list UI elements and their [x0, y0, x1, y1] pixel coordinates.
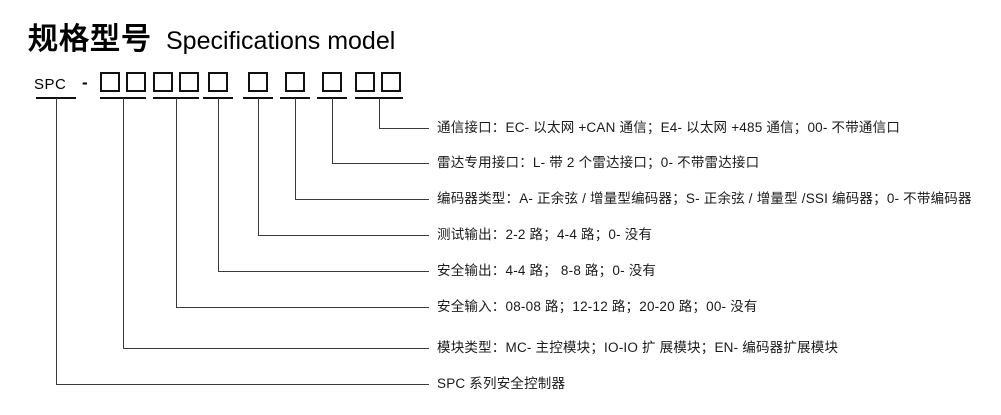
spec-label-module-type: 模块类型：MC- 主控模块；IO-IO 扩 展模块；EN- 编码器扩展模块	[437, 340, 839, 355]
page-title: 规格型号 Specifications model	[28, 14, 395, 58]
leader-v-safety-output	[218, 98, 219, 272]
code-box-module-type-2[interactable]	[126, 72, 146, 92]
spec-label-safety-input: 安全输入：08-08 路；12-12 路；20-20 路；00- 没有	[437, 299, 758, 314]
leader-v-encoder-type	[295, 98, 296, 200]
code-box-encoder-type[interactable]	[285, 72, 305, 92]
spec-label-radar-interface: 雷达专用接口：L- 带 2 个雷达接口；0- 不带雷达接口	[437, 155, 760, 170]
leader-v-safety-input	[176, 98, 177, 308]
code-box-radar-interface[interactable]	[322, 72, 342, 92]
model-code-row: SPC -	[0, 0, 1001, 110]
page-title-cn: 规格型号	[28, 23, 152, 56]
leader-v-module-type	[123, 98, 124, 349]
code-box-safety-input-2[interactable]	[179, 72, 199, 92]
code-separator-dash: -	[82, 73, 88, 92]
leader-v-radar-interface	[332, 98, 333, 164]
leader-v-series	[56, 98, 57, 385]
leader-v-test-output	[258, 98, 259, 236]
spec-label-series: SPC 系列安全控制器	[437, 376, 566, 391]
leader-h-module-type	[123, 348, 429, 349]
leader-h-comm-interface	[379, 128, 429, 129]
spec-label-communication-interface: 通信接口：EC- 以太网 +CAN 通信；E4- 以太网 +485 通信；00-…	[437, 120, 901, 135]
leader-h-safety-output	[218, 271, 429, 272]
leader-h-test-output	[258, 235, 429, 236]
code-prefix-label: SPC	[34, 76, 67, 93]
code-box-comm-interface-2[interactable]	[381, 72, 401, 92]
leader-v-comm-interface	[379, 98, 380, 129]
code-box-safety-input-1[interactable]	[153, 72, 173, 92]
leader-h-safety-input	[176, 307, 429, 308]
code-box-test-output[interactable]	[248, 72, 268, 92]
spec-label-safety-output: 安全输出：4-4 路； 8-8 路；0- 没有	[437, 263, 657, 278]
code-box-safety-output[interactable]	[208, 72, 228, 92]
page-title-en: Specifications model	[166, 27, 396, 55]
code-box-comm-interface-1[interactable]	[355, 72, 375, 92]
leader-h-encoder-type	[295, 199, 429, 200]
leader-h-radar-interface	[332, 163, 429, 164]
code-box-module-type-1[interactable]	[100, 72, 120, 92]
leader-h-series	[56, 384, 429, 385]
spec-label-test-output: 测试输出：2-2 路；4-4 路；0- 没有	[437, 227, 653, 242]
spec-label-encoder-type: 编码器类型：A- 正余弦 / 增量型编码器；S- 正余弦 / 增量型 /SSI …	[437, 191, 972, 206]
